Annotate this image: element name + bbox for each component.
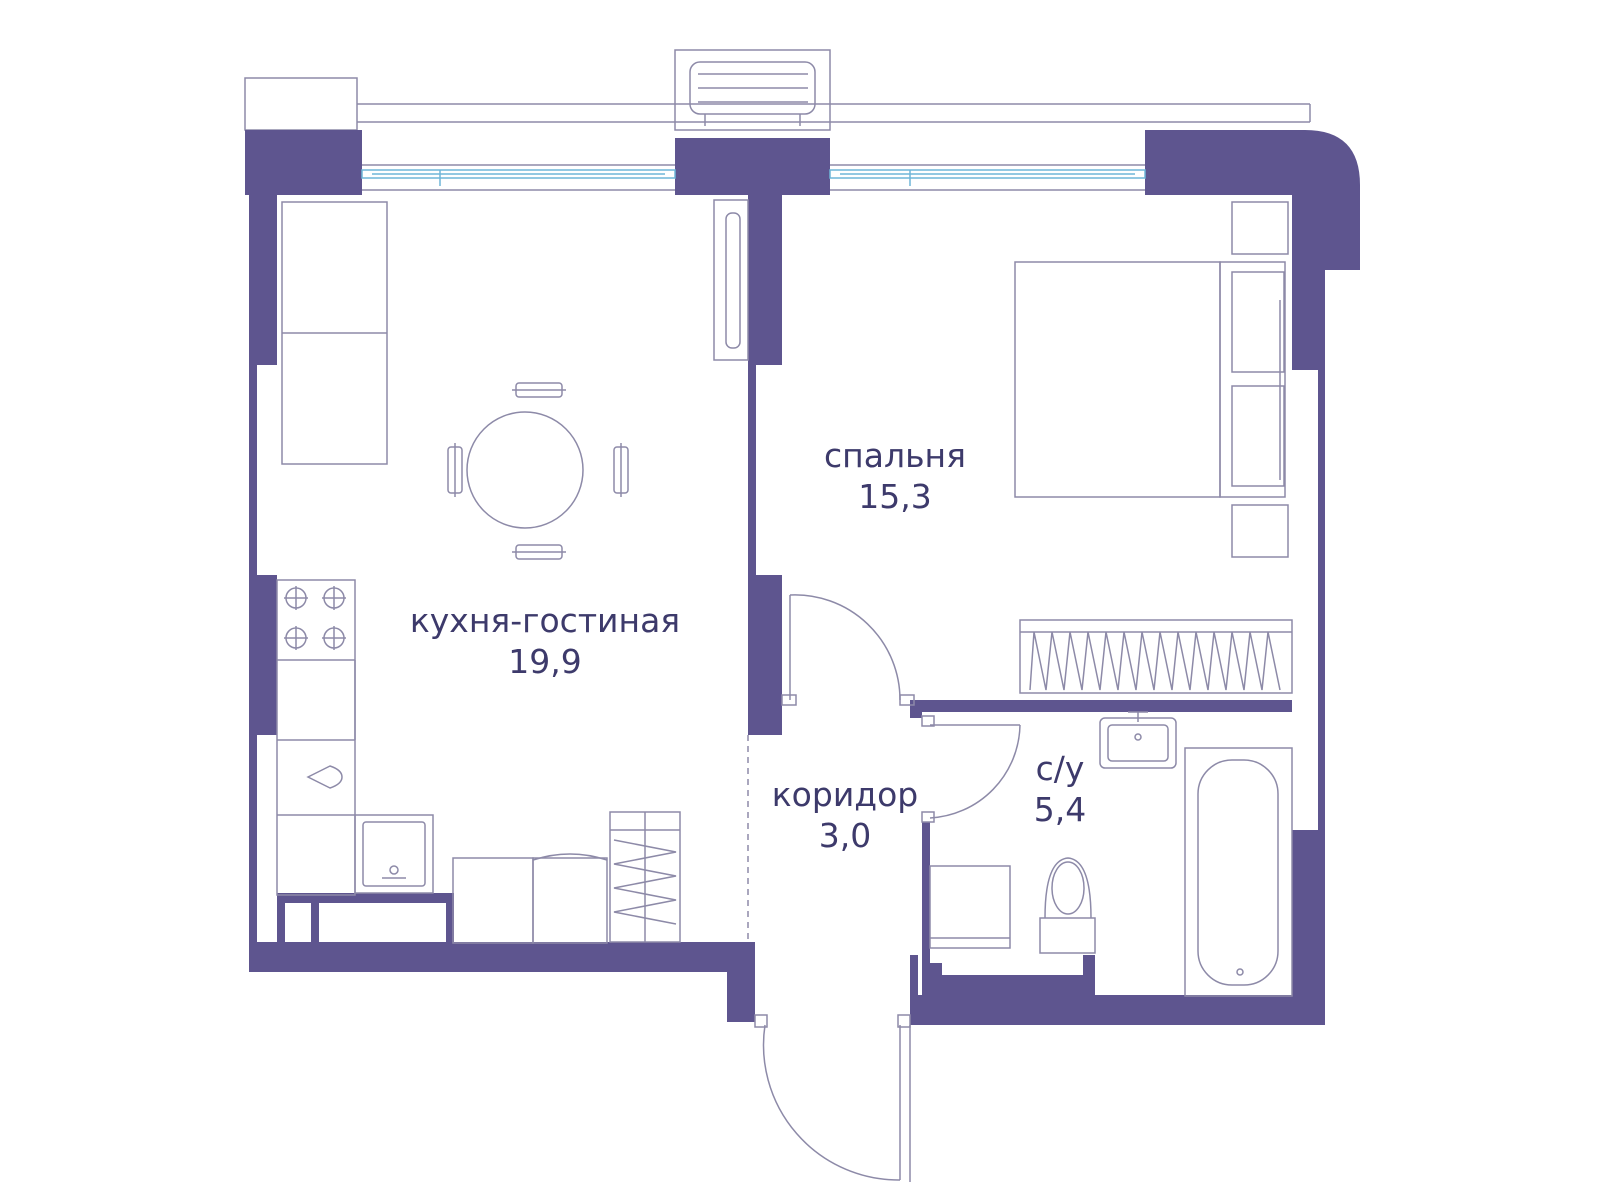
washing-machine-icon [929, 865, 1011, 949]
room-name-corridor: коридор [771, 775, 919, 814]
room-label-bedroom: спальня 15,3 [790, 435, 1000, 518]
walls [245, 130, 1360, 1025]
room-area-bedroom: 15,3 [858, 477, 932, 517]
wardrobe-icon [609, 811, 681, 943]
window-icon [361, 169, 1146, 186]
room-area-corridor: 3,0 [818, 816, 872, 856]
room-label-bathroom: с/у 5,4 [1015, 748, 1105, 831]
sofa-icon [281, 201, 388, 465]
kitchen-sink-icon [306, 765, 426, 887]
ac-unit-icon [674, 49, 831, 131]
room-label-corridor: коридор 3,0 [755, 774, 935, 857]
door-icon [754, 594, 1021, 1182]
bedroom-wardrobe-icon [1019, 619, 1293, 694]
room-name-bedroom: спальня [824, 436, 966, 475]
facade-lines [244, 77, 1311, 131]
tv-icon [713, 199, 749, 361]
room-area-bathroom: 5,4 [1033, 790, 1087, 830]
room-label-kitchen: кухня-гостиная 19,9 [380, 600, 710, 683]
toilet-icon [1039, 857, 1096, 954]
room-name-bathroom: с/у [1035, 749, 1085, 788]
stove-icon [284, 586, 346, 650]
bathtub-icon [1184, 747, 1293, 997]
dining-table-icon [466, 411, 584, 529]
bed-icon [1014, 261, 1286, 498]
room-name-kitchen: кухня-гостиная [409, 601, 681, 640]
room-area-kitchen: 19,9 [508, 642, 582, 682]
chair-icon [447, 382, 629, 560]
kitchen-counter-icon [276, 579, 434, 896]
sink-icon [1099, 711, 1177, 769]
